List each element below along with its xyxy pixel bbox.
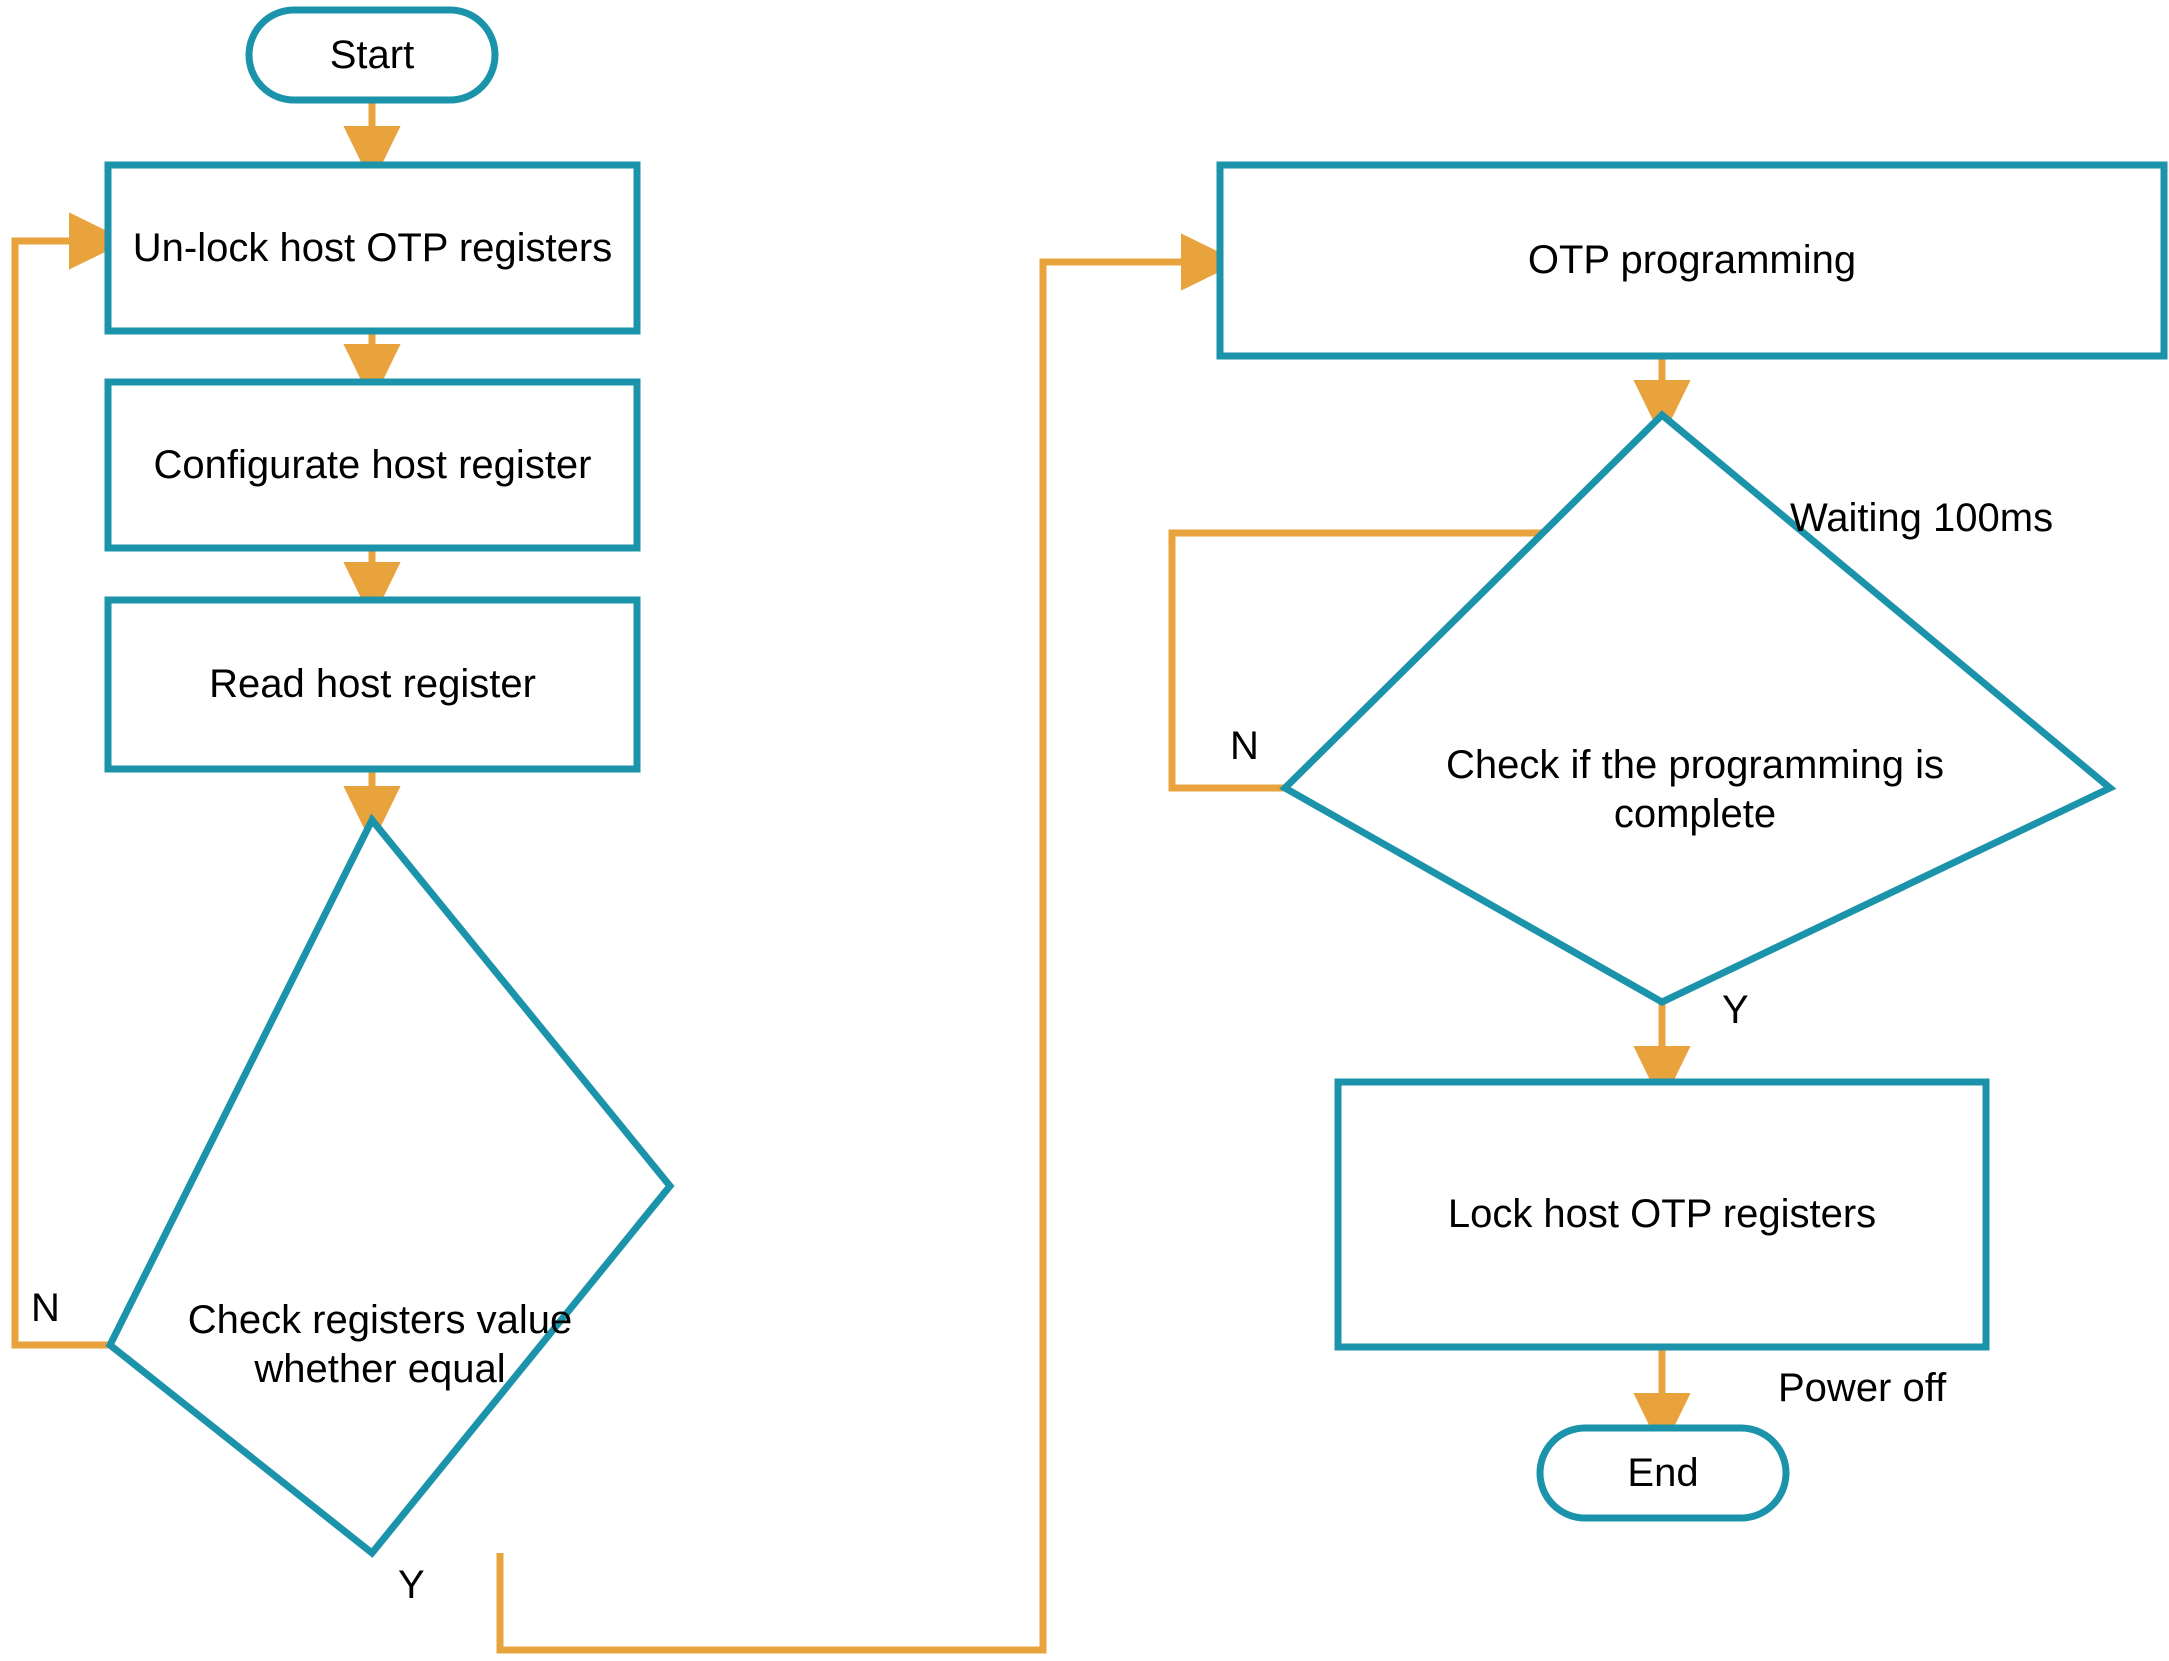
- shape-check-equal-decision[interactable]: [105, 813, 675, 1558]
- connector-group: [11, 101, 1691, 1654]
- shape-end-terminator[interactable]: [1536, 1424, 1790, 1522]
- shape-configurate-process[interactable]: [104, 378, 641, 552]
- edge-label-check-done-no: N: [1230, 724, 1259, 768]
- shape-check-done-decision[interactable]: [1279, 410, 2117, 1006]
- edge-check-equal-no-to-unlock: [11, 212, 128, 1349]
- shape-start-terminator[interactable]: [245, 6, 499, 104]
- edge-check-done-no-to-otp: [1168, 504, 1682, 792]
- edge-label-check-equal-no: N: [31, 1286, 60, 1330]
- shape-otp-programming-process[interactable]: [1216, 161, 2168, 360]
- shape-unlock-process[interactable]: [104, 161, 641, 335]
- shape-group: [104, 6, 2168, 1558]
- edge-label-power-off: Power off: [1778, 1366, 1947, 1410]
- shape-lock-process[interactable]: [1334, 1078, 1990, 1351]
- edge-label-check-done-yes: Y: [1722, 988, 1749, 1032]
- edge-check-equal-yes-to-otp: [496, 233, 1240, 1654]
- shape-read-process[interactable]: [104, 596, 641, 773]
- edge-label-check-equal-yes: Y: [398, 1563, 425, 1607]
- edge-label-waiting-100ms: Waiting 100ms: [1790, 496, 2054, 540]
